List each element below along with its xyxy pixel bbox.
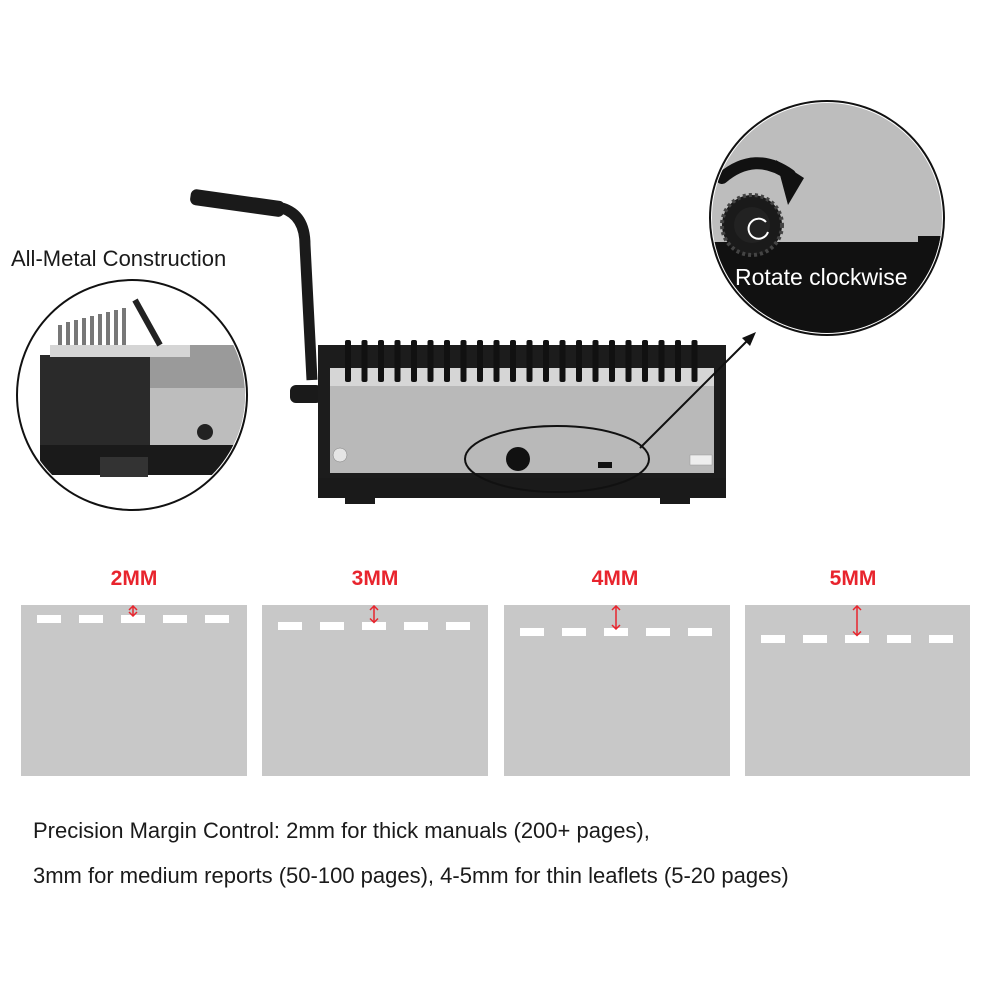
hole-dash (37, 615, 61, 623)
hole-dash (79, 615, 103, 623)
hole-dash (688, 628, 712, 636)
hole-dash (362, 621, 386, 630)
comb-tooth (493, 340, 500, 382)
comb-tooth (510, 340, 516, 382)
comb-tooth (576, 340, 582, 382)
margin-panel-2mm (21, 605, 247, 776)
comb-tooth (427, 340, 434, 382)
margin-panel-3mm (262, 605, 488, 776)
comb-tooth (642, 340, 648, 382)
comb-tooth (444, 340, 450, 382)
comb-tooth (592, 340, 599, 382)
hole-dash (761, 634, 785, 643)
margin-label-4mm: 4MM (591, 567, 639, 590)
all-metal-label: All-Metal Construction (11, 246, 227, 271)
margin-arrow-icon (852, 605, 862, 637)
caption-line-1: Precision Margin Control: 2mm for thick … (33, 818, 650, 843)
comb-tooth (609, 340, 615, 382)
hole-dash (845, 634, 869, 643)
hole-dash (278, 621, 302, 630)
margin-arrow-icon (611, 605, 621, 630)
comb-tooth (658, 340, 665, 382)
product-illustration (16, 100, 945, 511)
hole-dash (646, 628, 670, 636)
right-zoom-circle (709, 100, 945, 336)
hole-dash (520, 628, 544, 636)
comb-tooth (394, 340, 401, 382)
crank-handle (190, 189, 322, 403)
comb-tooth (625, 340, 632, 382)
comb-tooth (345, 340, 351, 382)
caption-line-2: 3mm for medium reports (50-100 pages), 4… (33, 863, 789, 888)
margin-label-5mm: 5MM (829, 567, 877, 590)
comb-tooth (691, 340, 698, 382)
comb-tooth (559, 340, 566, 382)
hole-dash (320, 621, 344, 630)
hole-dash (404, 621, 428, 630)
hole-dash (205, 615, 229, 623)
binding-machine (318, 332, 756, 504)
rotate-clockwise-label: Rotate clockwise (735, 264, 908, 290)
comb-tooth (675, 340, 681, 382)
comb-tooth (543, 340, 549, 382)
comb-tooth (460, 340, 467, 382)
comb-tooth (361, 340, 368, 382)
margin-arrow-icon (128, 605, 138, 617)
hole-dash (604, 628, 628, 636)
hole-dash (562, 628, 586, 636)
hole-dash (121, 615, 145, 623)
comb-tooth (477, 340, 483, 382)
hole-dash (446, 621, 470, 630)
margin-label-3mm: 3MM (351, 567, 399, 590)
comb-tooth (411, 340, 417, 382)
margin-arrow-icon (369, 605, 379, 624)
rotate-clockwise-arrow-icon (716, 157, 804, 205)
comb-tooth (378, 340, 384, 382)
hole-dash (887, 634, 911, 643)
hole-dash (929, 634, 953, 643)
margin-label-2mm: 2MM (110, 567, 158, 590)
hole-dash (803, 634, 827, 643)
comb-tooth (526, 340, 533, 382)
hole-dash (163, 615, 187, 623)
left-zoom-circle (16, 279, 248, 511)
